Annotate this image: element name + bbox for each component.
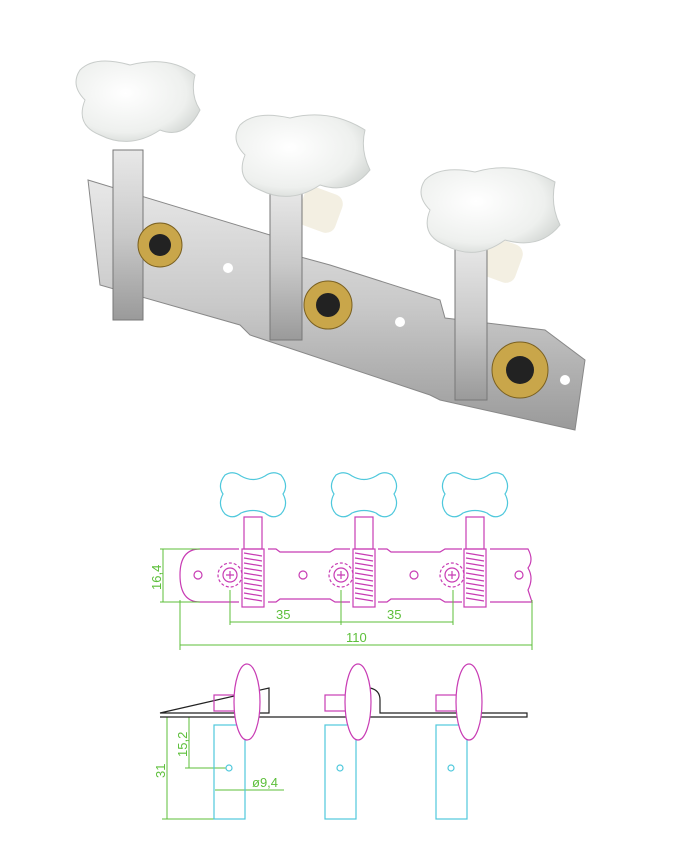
dim-spacing-2-label: 35 xyxy=(387,607,401,622)
screw-hole xyxy=(560,375,570,385)
gear-side xyxy=(435,694,461,712)
tuner-post-1 xyxy=(75,60,201,321)
string-hole xyxy=(225,764,233,772)
dim-total-length-label: 110 xyxy=(346,630,367,645)
dim-post-diameter-label: ø9,4 xyxy=(252,775,278,790)
peg-top-view xyxy=(439,472,509,608)
button-side xyxy=(455,663,483,741)
button-outline xyxy=(330,472,398,518)
gear-icon xyxy=(439,562,465,588)
peg-top-view xyxy=(217,472,287,608)
peg-side-view xyxy=(213,663,261,820)
screw-icon xyxy=(506,356,534,384)
plate-side-outline xyxy=(159,687,528,718)
screw-icon xyxy=(316,293,340,317)
gear-side xyxy=(213,694,239,712)
worm-gear xyxy=(352,548,376,608)
screw-hole xyxy=(395,317,405,327)
pearl-button xyxy=(235,114,371,197)
button-outline xyxy=(441,472,509,518)
plate-outline xyxy=(179,548,533,603)
string-hole xyxy=(447,764,455,772)
screw-icon xyxy=(149,234,171,256)
peg-side-view xyxy=(435,663,483,820)
tuner-post-3 xyxy=(420,167,561,401)
roller-post xyxy=(324,724,357,820)
screw-icon xyxy=(337,571,345,579)
peg-side-view xyxy=(324,663,372,820)
pearl-button xyxy=(75,60,201,142)
pearl-button xyxy=(420,167,561,253)
gear-icon xyxy=(328,562,354,588)
roller-post xyxy=(435,724,468,820)
gear-side xyxy=(324,694,350,712)
tuner-post-2 xyxy=(235,114,371,341)
peg-top-view xyxy=(328,472,398,608)
gear-icon xyxy=(217,562,243,588)
button-outline xyxy=(219,472,287,518)
button-side xyxy=(233,663,261,741)
screw-icon xyxy=(226,571,234,579)
screw-icon xyxy=(448,571,456,579)
dim-height-label: 16,4 xyxy=(149,565,164,590)
button-side xyxy=(344,663,372,741)
dim-post-length-label: 31 xyxy=(153,764,168,778)
dim-spacing-1-label: 35 xyxy=(276,607,290,622)
dimension-lines xyxy=(160,548,533,820)
string-hole xyxy=(336,764,344,772)
screw-hole xyxy=(223,263,233,273)
roller-post xyxy=(213,724,246,820)
worm-gear xyxy=(463,548,487,608)
dim-hole-position-label: 15,2 xyxy=(175,732,190,757)
product-photo xyxy=(75,60,586,431)
worm-gear xyxy=(241,548,265,608)
